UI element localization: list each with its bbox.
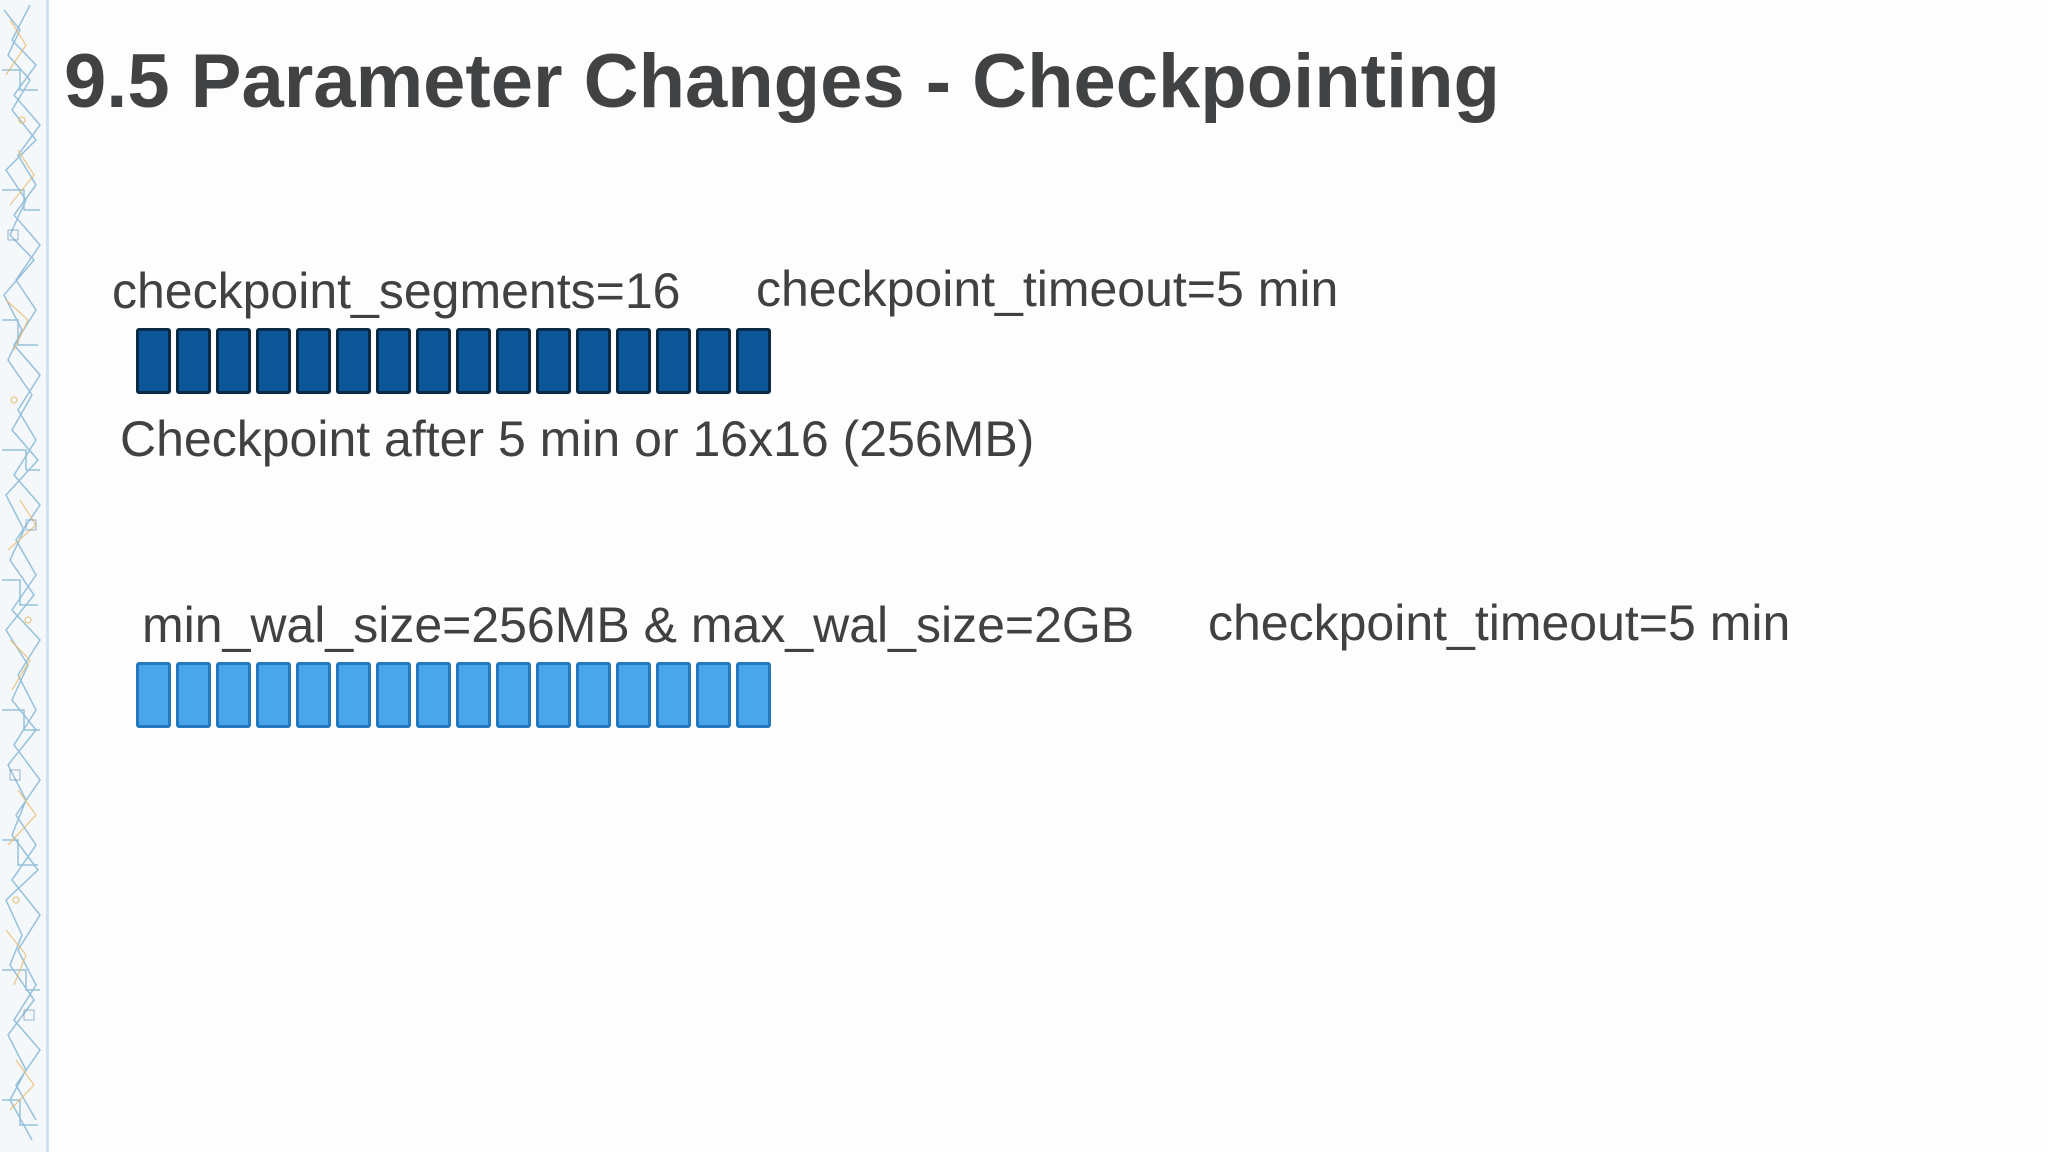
wal-segment [136, 662, 171, 728]
wal-segment [136, 328, 171, 394]
wal-segment [176, 328, 211, 394]
wal-segment [456, 662, 491, 728]
wal-segment [376, 328, 411, 394]
wal-segment [736, 328, 771, 394]
decorative-circuit-strip [0, 0, 48, 1152]
wal-segments-bar-new [136, 662, 771, 728]
wal-segment [656, 662, 691, 728]
wal-segment [336, 662, 371, 728]
wal-segment [536, 328, 571, 394]
wal-segment [696, 662, 731, 728]
wal-segment [216, 328, 251, 394]
wal-segment [496, 662, 531, 728]
wal-segment [296, 328, 331, 394]
wal-segment [536, 662, 571, 728]
wal-segment [176, 662, 211, 728]
wal-segment [296, 662, 331, 728]
wal-segment [736, 662, 771, 728]
wal-segment [616, 662, 651, 728]
checkpoint-note: Checkpoint after 5 min or 16x16 (256MB) [120, 411, 1035, 467]
wal-segments-bar-old [136, 328, 771, 394]
wal-segment [456, 328, 491, 394]
wal-segment [576, 662, 611, 728]
wal-segment [416, 662, 451, 728]
wal-segment [696, 328, 731, 394]
wal-segment [216, 662, 251, 728]
wal-segment [616, 328, 651, 394]
wal-size-label: min_wal_size=256MB & max_wal_size=2GB [142, 597, 1135, 653]
wal-segment [376, 662, 411, 728]
slide-title: 9.5 Parameter Changes - Checkpointing [64, 39, 1500, 124]
wal-segment [496, 328, 531, 394]
strip-edge-line [46, 0, 49, 1152]
wal-segment [416, 328, 451, 394]
wal-segment [256, 662, 291, 728]
checkpoint-segments-label: checkpoint_segments=16 [112, 263, 681, 319]
wal-segment [256, 328, 291, 394]
wal-segment [656, 328, 691, 394]
wal-segment [336, 328, 371, 394]
wal-segment [576, 328, 611, 394]
checkpoint-timeout-label-old: checkpoint_timeout=5 min [756, 261, 1339, 317]
checkpoint-timeout-label-new: checkpoint_timeout=5 min [1208, 595, 1791, 651]
